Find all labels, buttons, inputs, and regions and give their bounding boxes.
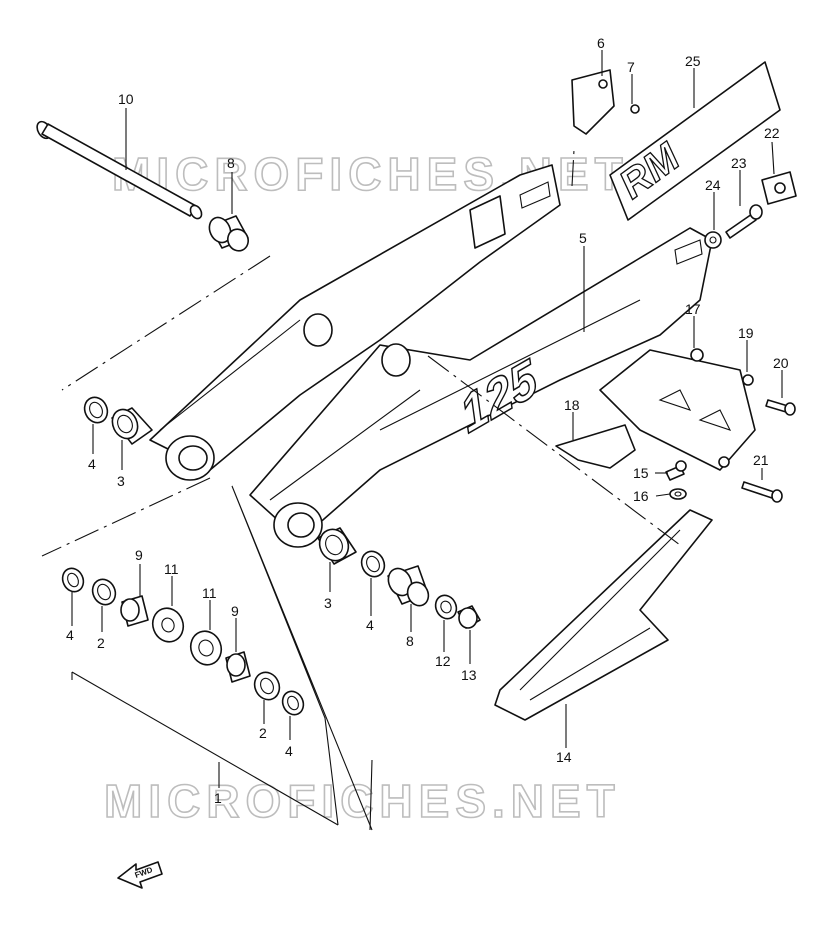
- callout-9-center: 9: [231, 603, 239, 619]
- callout-19: 19: [738, 325, 754, 341]
- collar-8-lower: [387, 565, 430, 607]
- bolt-21: [741, 481, 783, 503]
- dust-seal-11-center: [189, 630, 223, 666]
- centerline-pivot-lower: [41, 477, 211, 557]
- collar-8-top: [208, 215, 249, 252]
- bearing-3-upper: [111, 407, 153, 445]
- callout-9-left: 9: [135, 547, 143, 563]
- callouts: 10 8 6 7 25 22 23 24 5 17 19 20 18 15 16…: [66, 35, 789, 806]
- callout-2-center: 2: [259, 725, 267, 741]
- watermark-bottom: MICROFICHES.NET: [104, 775, 621, 827]
- callout-15: 15: [633, 465, 649, 481]
- callout-24: 24: [705, 177, 721, 193]
- callout-16: 16: [633, 488, 649, 504]
- screw-7: [630, 104, 640, 114]
- dust-seal-11-left: [151, 607, 185, 643]
- callout-22: 22: [764, 125, 780, 141]
- callout-13: 13: [461, 667, 477, 683]
- pivot-shaft-10: [36, 120, 203, 220]
- sticker-25: RM: [609, 61, 781, 221]
- callout-3-upper: 3: [117, 473, 125, 489]
- nut-13: [457, 605, 481, 629]
- callout-4-center: 4: [285, 743, 293, 759]
- chain-slider-14: [494, 509, 713, 721]
- callout-12: 12: [435, 653, 451, 669]
- spacer-9-center: [225, 651, 251, 683]
- callout-7: 7: [627, 59, 635, 75]
- assembly-line-left: [231, 485, 373, 831]
- callout-4-upper-left: 4: [88, 456, 96, 472]
- callout-23: 23: [731, 155, 747, 171]
- callout-5: 5: [579, 230, 587, 246]
- callout-20: 20: [773, 355, 789, 371]
- callout-8-lower: 8: [406, 633, 414, 649]
- bolt-20: [765, 399, 796, 416]
- spacer-9-left: [120, 595, 149, 627]
- adjuster-bolt-23: [725, 204, 763, 239]
- callout-4-lower-left: 4: [66, 627, 74, 643]
- guide-plate-18: [555, 424, 636, 469]
- callout-18: 18: [564, 397, 580, 413]
- oil-seal-4-upper-left: [83, 396, 109, 424]
- callout-14: 14: [556, 749, 572, 765]
- leader-lines: [71, 50, 783, 788]
- centerline-axle: [427, 355, 681, 546]
- spacer-17: [690, 348, 704, 362]
- washer-16: [669, 488, 687, 500]
- callout-21: 21: [753, 452, 769, 468]
- group-bracket-1: [71, 671, 373, 831]
- callout-2-left: 2: [97, 635, 105, 651]
- callout-8-top: 8: [227, 155, 235, 171]
- bolt-15: [665, 460, 687, 481]
- chain-adjuster-22: [761, 171, 797, 205]
- callout-11-left: 11: [164, 561, 179, 577]
- nut-24: [704, 231, 722, 249]
- callout-25: 25: [685, 53, 701, 69]
- centerline-chain-guard: [571, 149, 575, 187]
- callout-17: 17: [685, 301, 701, 317]
- chain-guard-6: [571, 69, 615, 135]
- callout-10: 10: [118, 91, 134, 107]
- callout-11-center: 11: [202, 585, 217, 601]
- bearing-3-lower: [317, 527, 357, 565]
- callout-1: 1: [214, 790, 222, 806]
- callout-3-lower: 3: [324, 595, 332, 611]
- bearing-2-left: [91, 578, 117, 606]
- oil-seal-4-lower-left: [61, 567, 85, 593]
- callout-4-right: 4: [366, 617, 374, 633]
- oil-seal-4-center: [281, 690, 305, 716]
- chain-guide-19: [599, 349, 756, 471]
- centerline-pivot-top: [61, 255, 271, 391]
- bearing-2-center: [253, 671, 281, 701]
- fwd-arrow-icon: FWD: [117, 861, 163, 889]
- swing-arm-5: 125: [149, 164, 713, 548]
- callout-6: 6: [597, 35, 605, 51]
- oil-seal-4-right: [360, 550, 386, 578]
- washer-12: [434, 594, 458, 620]
